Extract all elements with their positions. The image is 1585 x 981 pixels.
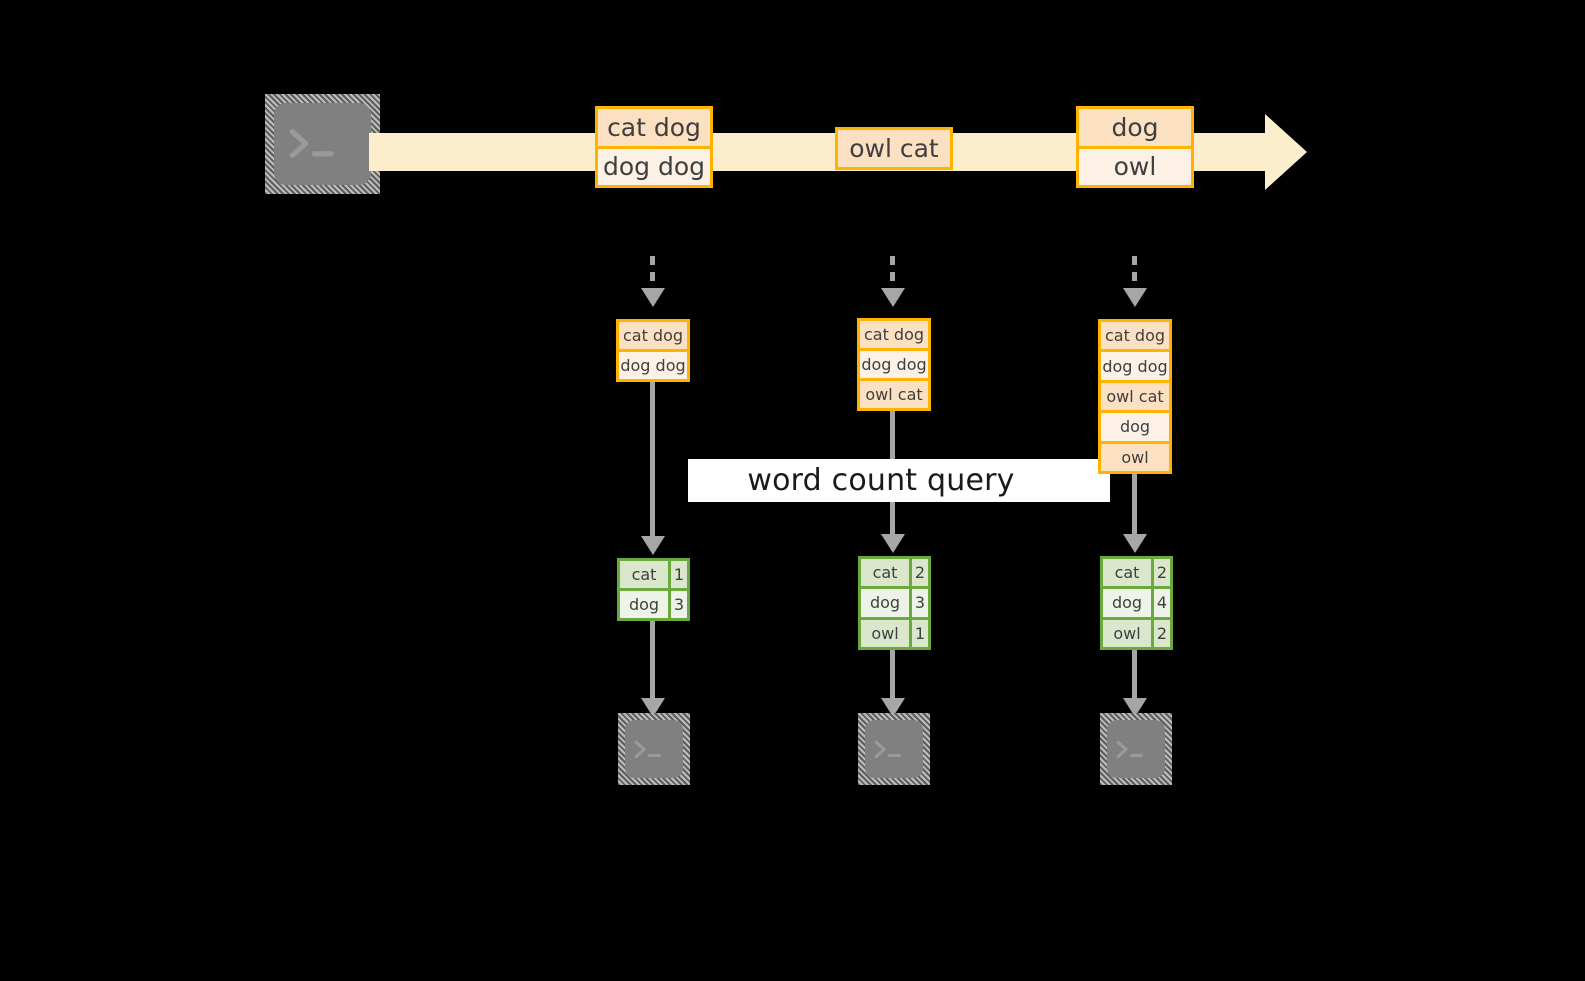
result-word: dog (1103, 589, 1151, 617)
snapshot-input-box: cat dog dog dog (616, 319, 690, 382)
snapshot-input-box: cat dog dog dog owl cat dog owl (1098, 319, 1172, 474)
arrow-head-icon (881, 698, 905, 717)
arrow-head-icon (1123, 534, 1147, 553)
arrow-head-icon (641, 536, 665, 555)
query-flow-line (1132, 474, 1137, 538)
result-flow-line (890, 650, 895, 704)
terminal-screen (274, 103, 371, 185)
result-word: cat (861, 559, 909, 587)
record-line: cat dog (598, 109, 710, 146)
stream-record: cat dog dog dog (595, 106, 713, 188)
snapshot-input-line: owl (1101, 440, 1169, 472)
snapshot-input-line: owl cat (1101, 379, 1169, 411)
word-count-result-table: cat 2 dog 4 owl 2 (1100, 556, 1173, 650)
result-count: 2 (909, 559, 928, 587)
query-label: word count query (747, 463, 1015, 498)
result-word: cat (1103, 559, 1151, 587)
terminal-screen (865, 720, 923, 778)
stream-arrowhead (1265, 114, 1307, 190)
snapshot-input-line: cat dog (860, 321, 928, 348)
result-count: 1 (909, 619, 928, 647)
table-row: cat 2 (861, 559, 928, 587)
snapshot-input-line: dog dog (619, 349, 687, 379)
record-line: dog (1079, 109, 1191, 146)
table-row: dog 3 (861, 586, 928, 617)
result-flow-line (1132, 650, 1137, 704)
terminal-screen (625, 720, 683, 778)
result-word: owl (861, 619, 909, 647)
snapshot-input-line: cat dog (1101, 322, 1169, 350)
terminal-prompt-icon (634, 740, 661, 758)
arrow-head-icon (881, 288, 905, 307)
consumer-terminal-icon (1100, 713, 1172, 785)
consumer-terminal-icon (618, 713, 690, 785)
producer-terminal-icon (265, 94, 380, 194)
snapshot-input-line: owl cat (860, 378, 928, 408)
snapshot-tap-line (1132, 256, 1137, 288)
result-count: 1 (668, 561, 687, 588)
arrow-head-icon (881, 534, 905, 553)
snapshot-tap-line (650, 256, 655, 288)
snapshot-input-line: dog dog (1101, 349, 1169, 380)
table-row: cat 1 (620, 561, 687, 588)
result-count: 3 (668, 591, 687, 618)
result-word: dog (861, 589, 909, 617)
terminal-prompt-icon (1116, 740, 1143, 758)
arrow-head-icon (641, 698, 665, 717)
record-line: dog dog (598, 145, 710, 185)
arrow-head-icon (1123, 698, 1147, 717)
table-row: dog 3 (620, 588, 687, 618)
terminal-prompt-icon (874, 740, 901, 758)
consumer-terminal-icon (858, 713, 930, 785)
stream-record: owl cat (835, 127, 953, 170)
word-count-result-table: cat 2 dog 3 owl 1 (858, 556, 931, 650)
snapshot-input-line: dog (1101, 410, 1169, 441)
result-word: owl (1103, 619, 1151, 647)
table-row: owl 2 (1103, 616, 1170, 647)
result-count: 2 (1151, 559, 1170, 587)
table-row: cat 2 (1103, 559, 1170, 587)
query-flow-line (650, 382, 655, 540)
result-flow-line (650, 621, 655, 704)
result-count: 2 (1151, 619, 1170, 647)
result-count: 3 (909, 589, 928, 617)
word-count-result-table: cat 1 dog 3 (617, 558, 690, 621)
result-word: dog (620, 591, 668, 618)
result-word: cat (620, 561, 668, 588)
snapshot-tap-line (890, 256, 895, 288)
table-row: owl 1 (861, 616, 928, 647)
snapshot-input-line: dog dog (860, 348, 928, 378)
result-count: 4 (1151, 589, 1170, 617)
snapshot-input-box: cat dog dog dog owl cat (857, 318, 931, 411)
arrow-head-icon (1123, 288, 1147, 307)
terminal-prompt-icon (289, 129, 334, 159)
snapshot-input-line: cat dog (619, 322, 687, 349)
query-label-band: word count query (688, 459, 1110, 502)
arrow-head-icon (641, 288, 665, 307)
record-line: owl (1079, 145, 1191, 185)
stream-record: dog owl (1076, 106, 1194, 188)
terminal-screen (1107, 720, 1165, 778)
table-row: dog 4 (1103, 586, 1170, 617)
record-line: owl cat (838, 130, 950, 167)
